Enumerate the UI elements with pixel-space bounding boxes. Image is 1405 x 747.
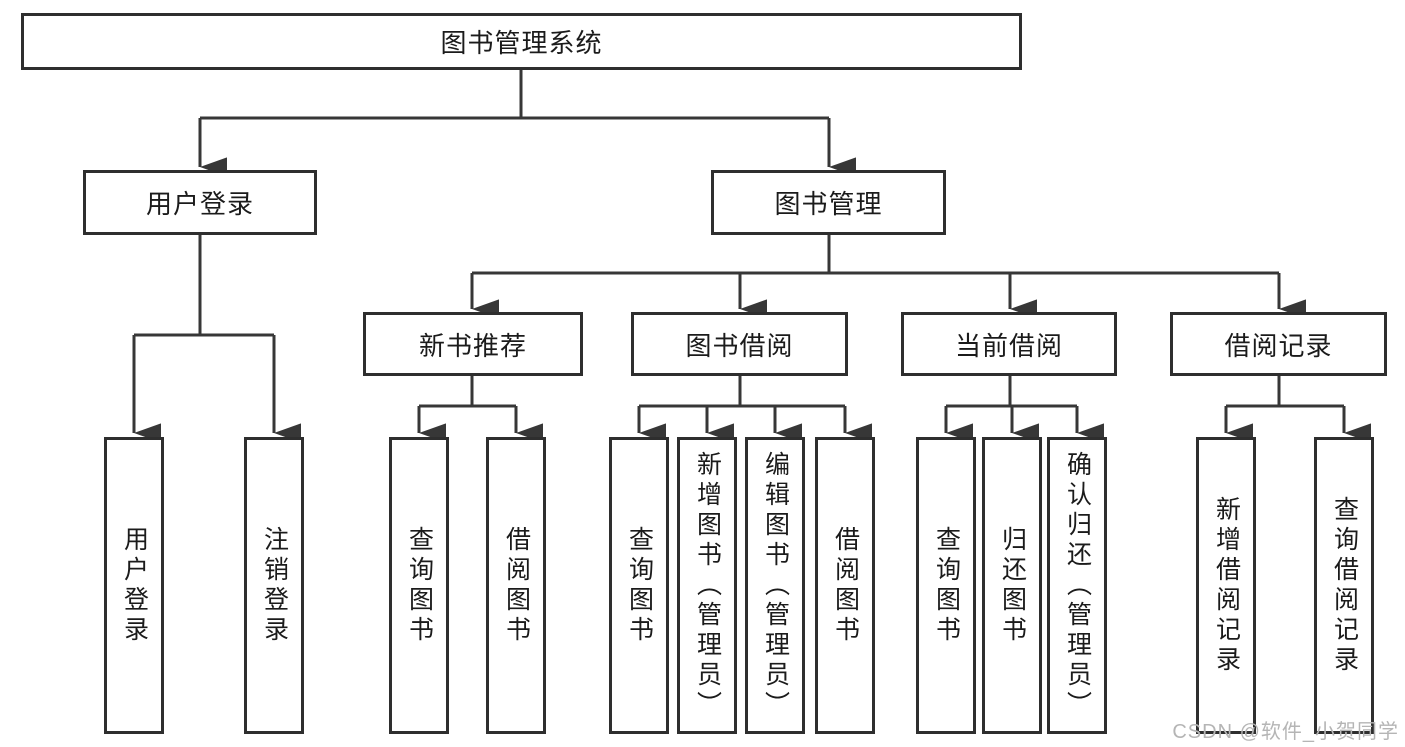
- node-user-login: 用户登录: [83, 170, 317, 235]
- csdn-watermark: CSDN @软件_小贺同学: [1172, 721, 1399, 743]
- node-label: 图书借阅: [685, 330, 794, 361]
- node-label: 图书管理系统: [440, 28, 603, 58]
- leaf-label: 查询图书: [932, 525, 961, 646]
- leaf-label: 查询借阅记录: [1330, 495, 1359, 676]
- node-new-book-recommend: 新书推荐: [363, 312, 583, 376]
- leaf-recommend-borrow-books: 借阅图书: [486, 437, 546, 734]
- node-label: 用户登录: [145, 189, 254, 219]
- node-borrow-records: 借阅记录: [1170, 312, 1387, 376]
- leaf-label: 注销登录: [260, 525, 289, 646]
- leaf-label: 新增图书（管理员）: [693, 450, 722, 721]
- leaf-add-books-admin: 新增图书（管理员）: [677, 437, 737, 734]
- leaf-label: 查询图书: [625, 525, 654, 646]
- leaf-label: 确认归还（管理员）: [1063, 450, 1092, 721]
- leaf-recommend-query-books: 查询图书: [389, 437, 449, 734]
- leaf-label: 查询图书: [405, 525, 434, 646]
- leaf-logout: 注销登录: [244, 437, 304, 734]
- leaf-label: 借阅图书: [831, 525, 860, 646]
- leaf-label: 编辑图书（管理员）: [761, 450, 790, 721]
- leaf-user-login: 用户登录: [104, 437, 164, 734]
- node-book-borrow: 图书借阅: [631, 312, 848, 376]
- leaf-borrow-books: 借阅图书: [815, 437, 875, 734]
- leaf-label: 新增借阅记录: [1212, 495, 1241, 676]
- node-library-management-system: 图书管理系统: [21, 13, 1022, 70]
- leaf-borrow-query-books: 查询图书: [609, 437, 669, 734]
- leaf-label: 归还图书: [998, 525, 1027, 646]
- leaf-label: 借阅图书: [502, 525, 531, 646]
- leaf-add-borrow-record: 新增借阅记录: [1196, 437, 1256, 734]
- leaf-label: 用户登录: [120, 525, 149, 646]
- node-label: 图书管理: [774, 189, 883, 219]
- node-label: 新书推荐: [418, 330, 527, 361]
- leaf-edit-books-admin: 编辑图书（管理员）: [745, 437, 805, 734]
- node-label: 借阅记录: [1224, 330, 1333, 361]
- leaf-current-query-books: 查询图书: [916, 437, 976, 734]
- node-current-borrow: 当前借阅: [901, 312, 1117, 376]
- node-book-management: 图书管理: [711, 170, 946, 235]
- leaf-query-borrow-record: 查询借阅记录: [1314, 437, 1374, 734]
- leaf-confirm-return-admin: 确认归还（管理员）: [1047, 437, 1107, 734]
- leaf-return-books: 归还图书: [982, 437, 1042, 734]
- node-label: 当前借阅: [954, 330, 1063, 361]
